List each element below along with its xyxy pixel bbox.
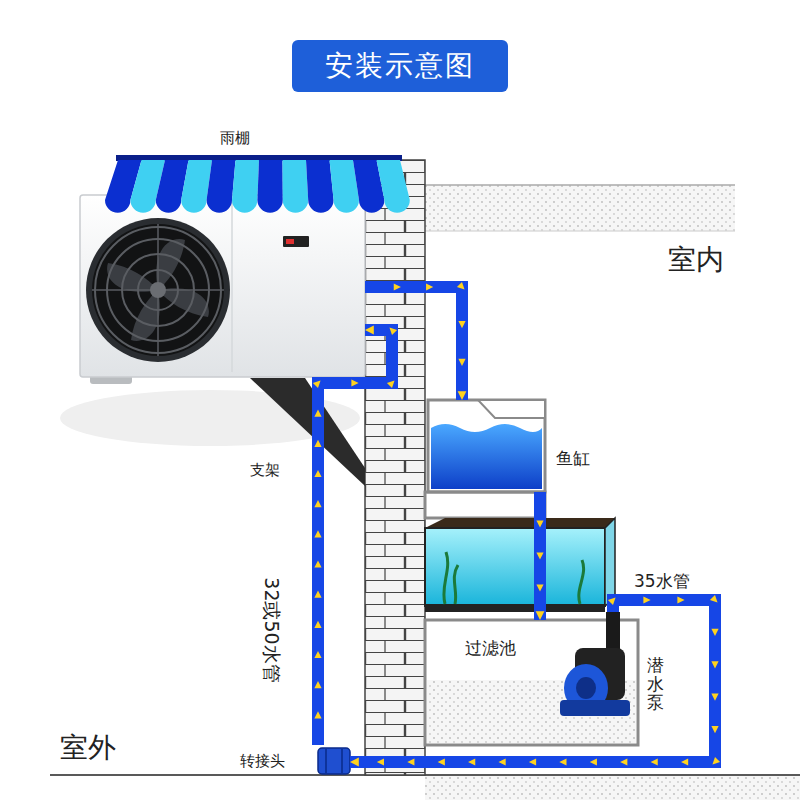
awning-part xyxy=(306,160,334,213)
heat-pump-unit-part xyxy=(286,239,294,244)
text-holder: 雨棚 xyxy=(220,128,250,147)
region-label: 室外 xyxy=(60,731,116,765)
pipe-adapter-part xyxy=(325,749,327,773)
title-text: 安装示意图 xyxy=(325,49,475,83)
text-holder: 鱼缸 xyxy=(556,448,590,468)
submersible-pump-part xyxy=(576,677,596,699)
text-holder: 转接头 xyxy=(240,751,285,770)
node-label: 转接头 xyxy=(240,752,285,770)
glass-aquarium-part xyxy=(425,518,615,528)
glass-aquarium-part xyxy=(425,528,605,606)
glass-aquarium xyxy=(425,518,615,612)
title-badge: 安装示意图 xyxy=(292,40,508,92)
awning-part xyxy=(232,160,259,213)
mounting-bracket-part xyxy=(250,378,365,486)
awning xyxy=(105,155,410,213)
pipe-label: 35水管 xyxy=(632,571,692,591)
awning-part xyxy=(283,160,309,213)
heat-pump-unit: 雨棚 xyxy=(80,120,365,385)
heat-pump-unit-part xyxy=(231,200,233,372)
node-label: 鱼缸 xyxy=(556,448,590,468)
brick-wall-part xyxy=(365,160,425,775)
glass-aquarium-part xyxy=(425,604,605,612)
water-pipe xyxy=(350,600,715,762)
water-pipe xyxy=(318,330,392,745)
awning-part xyxy=(181,160,212,213)
node-label: 雨棚 xyxy=(220,129,250,147)
indoor-ceiling-part xyxy=(425,185,735,231)
brick-wall xyxy=(365,160,425,775)
vertical-label: 潜水泵 xyxy=(647,656,664,712)
mounting-bracket xyxy=(250,378,365,486)
ground-part xyxy=(425,776,800,800)
region-label: 室内 xyxy=(668,243,724,277)
water-pipe xyxy=(534,492,546,620)
indoor-ceiling-part xyxy=(425,231,735,232)
submersible-pump-part xyxy=(606,612,620,654)
heat-pump-unit-part xyxy=(80,195,365,377)
submersible-pump-part xyxy=(560,700,630,716)
tank-stand-part xyxy=(425,492,545,518)
heat-pump-unit-part xyxy=(92,224,224,356)
pipe-adapter xyxy=(318,748,350,774)
heat-pump-unit-part xyxy=(150,282,166,298)
pipe-label: 32或50水管 xyxy=(261,575,284,684)
awning-part xyxy=(207,160,236,213)
upper-tank-part xyxy=(431,424,542,489)
pump-box: 潜水泵 xyxy=(555,612,667,728)
heat-pump-unit-part xyxy=(86,218,230,362)
indoor-ceiling-part xyxy=(425,184,735,186)
upper-tank-part xyxy=(478,400,545,418)
awning-part xyxy=(257,160,282,213)
ground xyxy=(50,775,800,800)
submersible-pump xyxy=(560,612,630,716)
part-label: 支架 xyxy=(250,461,280,479)
heat-pump-unit-part xyxy=(283,236,309,247)
upper-tank xyxy=(428,400,545,492)
pipe-adapter-part xyxy=(318,748,350,774)
tank-stand xyxy=(425,492,545,518)
text-holder: 潜水泵 xyxy=(647,656,664,712)
filter-pool-box: 过滤池潜水泵 xyxy=(425,620,640,745)
label-holder: 室内 xyxy=(668,243,724,277)
fish-tank: 鱼缸 xyxy=(428,400,608,492)
glass-aquarium-part xyxy=(444,552,584,604)
text-holder: 过滤池 xyxy=(465,638,516,658)
awning-part xyxy=(377,160,410,213)
adapter-box: 转接头 xyxy=(238,745,350,775)
indoor-ceiling xyxy=(425,185,735,231)
node-label: 过滤池 xyxy=(465,638,516,658)
label-holder: 支架 xyxy=(250,460,280,479)
label-holder: 室外 xyxy=(60,731,116,765)
upper-tank-part xyxy=(428,400,545,492)
pipe-label-holder: 35水管 xyxy=(632,571,692,591)
pipe-adapter-part xyxy=(341,749,343,773)
glass-aquarium-part xyxy=(605,518,615,606)
